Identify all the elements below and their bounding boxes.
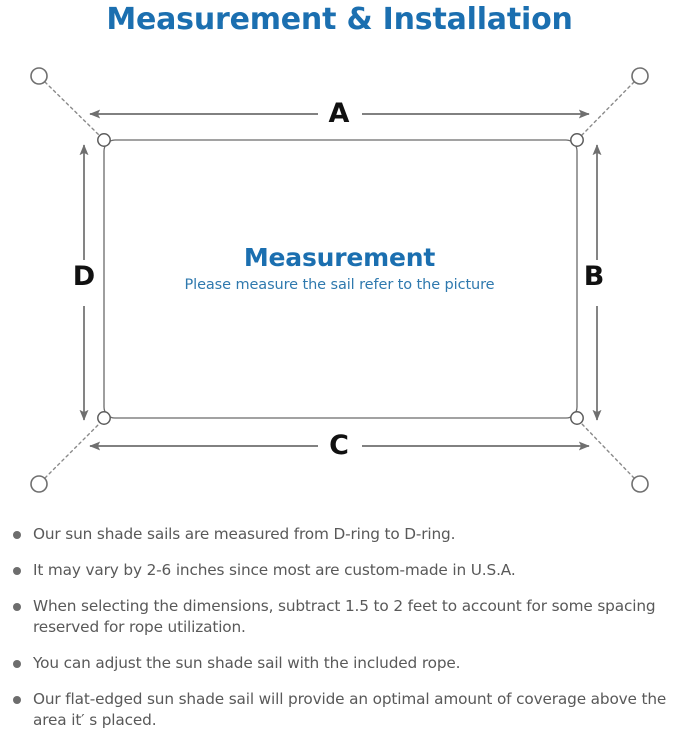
list-item: You can adjust the sun shade sail with t… <box>0 653 679 674</box>
note-text: When selecting the dimensions, subtract … <box>33 597 656 636</box>
list-item: When selecting the dimensions, subtract … <box>0 596 679 638</box>
list-item: Our sun shade sails are measured from D-… <box>0 524 679 545</box>
bullet-icon <box>13 531 21 539</box>
d-rings <box>97 133 584 425</box>
d-ring-top-left <box>97 133 111 147</box>
note-text: It may vary by 2-6 inches since most are… <box>33 561 516 579</box>
list-item: It may vary by 2-6 inches since most are… <box>0 560 679 581</box>
d-ring-bottom-left <box>97 411 111 425</box>
d-ring-top-right <box>570 133 584 147</box>
anchor-points <box>30 67 649 493</box>
anchor-point-bottom-right <box>631 475 649 493</box>
bullet-icon <box>13 603 21 611</box>
note-text: Our flat-edged sun shade sail will provi… <box>33 690 667 729</box>
d-ring-bottom-right <box>570 411 584 425</box>
anchor-point-top-right <box>631 67 649 85</box>
bullet-icon <box>13 567 21 575</box>
note-text: Our sun shade sails are measured from D-… <box>33 525 456 543</box>
sail-body <box>103 139 578 419</box>
list-item: Our flat-edged sun shade sail will provi… <box>0 689 679 731</box>
bullet-icon <box>13 696 21 704</box>
note-text: You can adjust the sun shade sail with t… <box>33 654 461 672</box>
rope-top-right <box>580 81 635 137</box>
anchor-point-bottom-left <box>30 475 48 493</box>
notes-list: Our sun shade sails are measured from D-… <box>0 524 679 731</box>
rope-bottom-left <box>44 422 101 479</box>
anchor-point-top-left <box>30 67 48 85</box>
rope-top-left <box>44 81 101 137</box>
page-title: Measurement & Installation <box>106 2 573 37</box>
rope-bottom-right <box>580 422 635 479</box>
measurement-diagram: Measurement Please measure the sail refe… <box>0 44 679 522</box>
dimension-arrows <box>79 109 602 451</box>
measurement-diagram-svg <box>30 67 649 493</box>
rope-lines <box>44 81 635 479</box>
bullet-icon <box>13 660 21 668</box>
